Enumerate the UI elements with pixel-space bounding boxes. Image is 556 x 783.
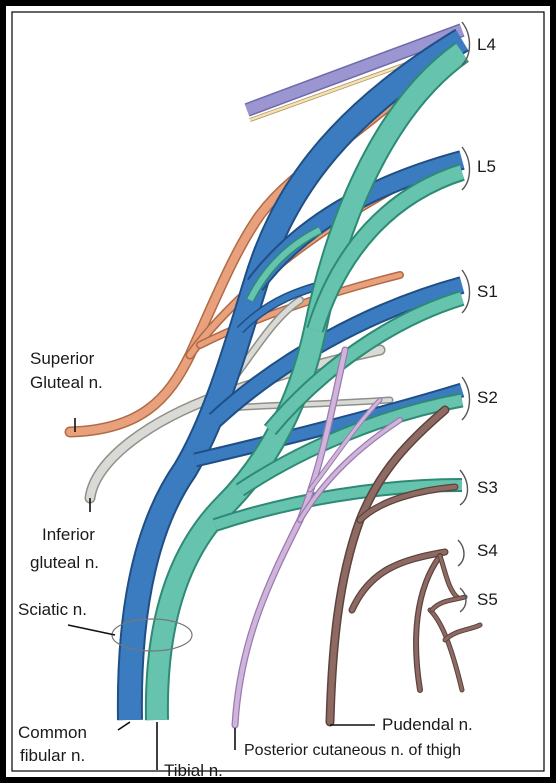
- root-label-s2: S2: [477, 388, 498, 407]
- label-sciatic: Sciatic n.: [18, 600, 87, 619]
- root-brackets: [458, 22, 470, 612]
- root-label-s4: S4: [477, 541, 498, 560]
- root-label-s5: S5: [477, 590, 498, 609]
- label-pudendal: Pudendal n.: [382, 715, 473, 734]
- label-inferior-gluteal-line1: Inferior: [42, 525, 95, 544]
- root-label-s1: S1: [477, 282, 498, 301]
- label-common-fibular-line1: Common: [18, 723, 87, 742]
- label-superior-gluteal-line1: Superior: [30, 349, 95, 368]
- root-label-l5: L5: [477, 157, 496, 176]
- root-label-l4: L4: [477, 35, 496, 54]
- label-tibial: Tibial n.: [164, 761, 223, 780]
- label-superior-gluteal-line2: Gluteal n.: [30, 373, 103, 392]
- label-posterior-cutaneous: Posterior cutaneous n. of thigh: [244, 742, 461, 759]
- label-inferior-gluteal-line2: gluteal n.: [30, 553, 99, 572]
- label-common-fibular-line2: fibular n.: [20, 746, 85, 765]
- root-label-s3: S3: [477, 478, 498, 497]
